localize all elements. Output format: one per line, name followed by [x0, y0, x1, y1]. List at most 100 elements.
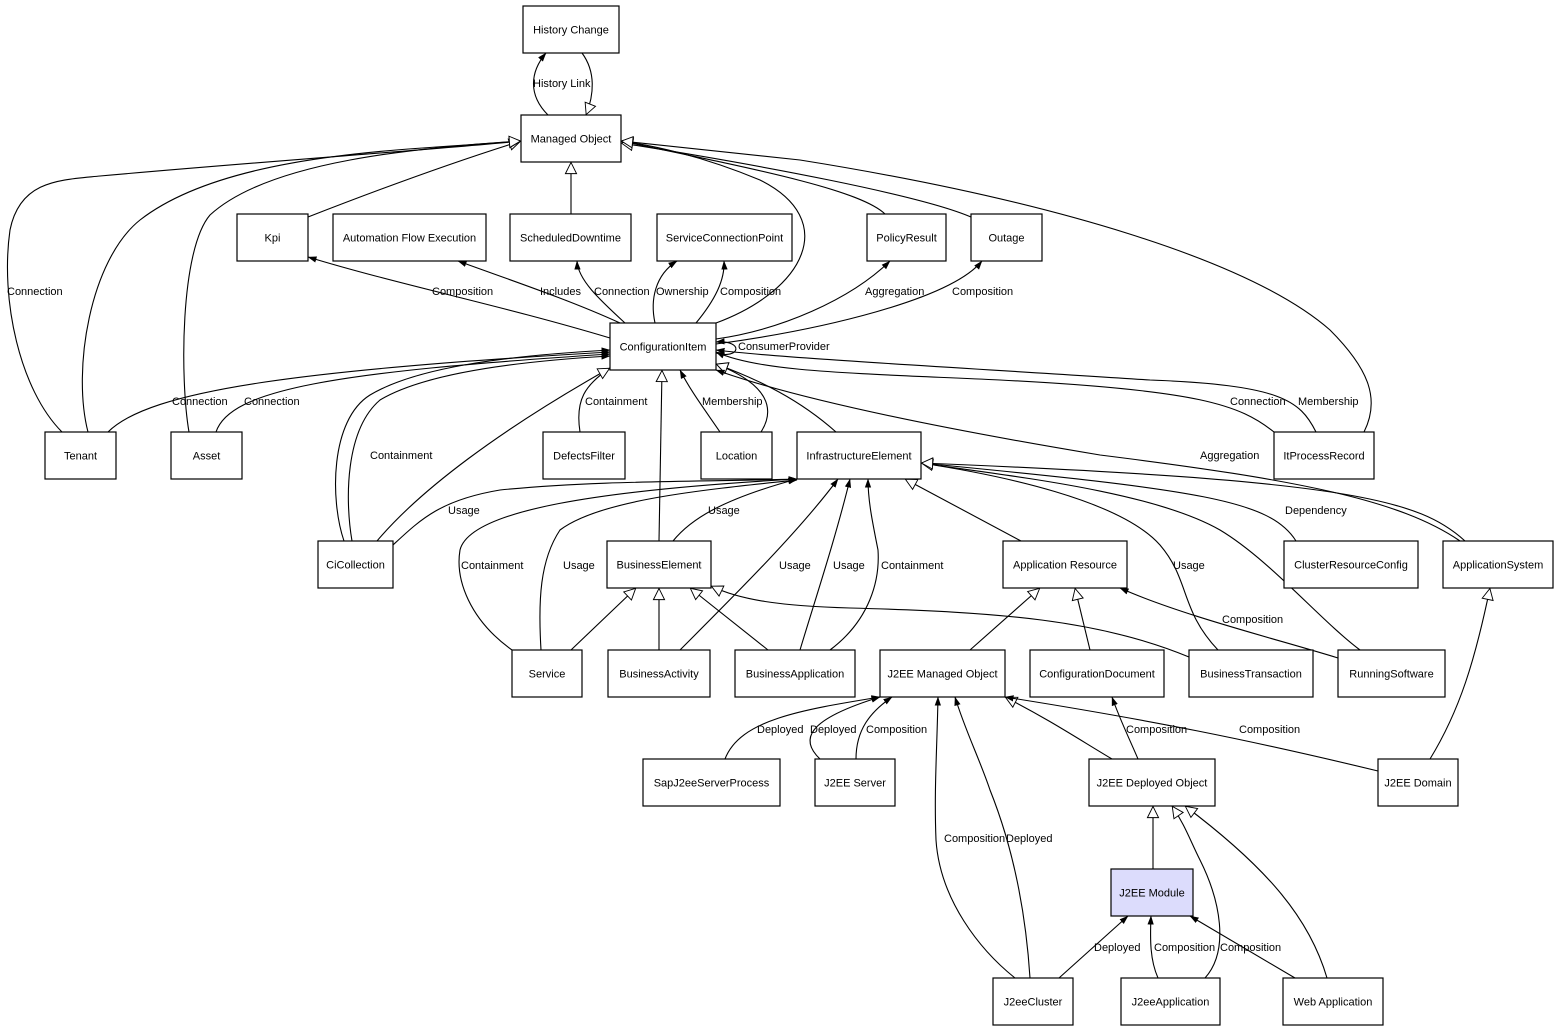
edge-label: Deployed [810, 724, 856, 736]
edge-business-transaction-to-infrastructure-element [920, 461, 1219, 651]
inheritance-connector [183, 141, 521, 433]
edge-location-to-configuration-item [679, 369, 721, 433]
node-ci-collection[interactable]: CiCollection [317, 540, 394, 589]
edge-label: Composition [1222, 614, 1283, 626]
node-box [879, 649, 1006, 698]
edge-label: Connection [1230, 396, 1286, 408]
edge-service-to-infrastructure-element [539, 477, 798, 651]
edge-j2ee-domain-to-application-system [1429, 588, 1490, 760]
node-box [609, 322, 717, 371]
node-box [1002, 540, 1128, 589]
association-connector [724, 695, 881, 760]
node-j2ee-managed-object[interactable]: J2EE Managed Object [879, 649, 1006, 698]
node-box [1442, 540, 1554, 589]
inheritance-connector [621, 141, 806, 324]
node-j2ee-domain[interactable]: J2EE Domain [1377, 758, 1459, 807]
node-service-connection-point[interactable]: ServiceConnectionPoint [656, 213, 793, 262]
node-business-application[interactable]: BusinessApplication [734, 649, 856, 698]
node-sap-j2ee-server-process[interactable]: SapJ2eeServerProcess [642, 758, 781, 807]
association-connector [652, 260, 678, 324]
association-connector [695, 260, 728, 324]
node-scheduled-downtime[interactable]: ScheduledDowntime [509, 213, 632, 262]
edge-configuration-item-to-service-connection-point [652, 260, 678, 324]
node-web-application[interactable]: Web Application [1282, 977, 1384, 1026]
node-label: Outage [988, 232, 1024, 244]
node-application-system[interactable]: ApplicationSystem [1442, 540, 1554, 589]
node-box [1188, 649, 1314, 698]
edge-configuration-document-to-application-resource [1075, 588, 1091, 651]
edge-label: Composition [1126, 724, 1187, 736]
edge-label: Deployed [757, 724, 803, 736]
node-j2ee-cluster[interactable]: J2eeCluster [992, 977, 1074, 1026]
node-infrastructure-element[interactable]: InfrastructureElement [796, 431, 922, 480]
edge-label: Containment [461, 560, 523, 572]
edge-label: Composition [1239, 724, 1300, 736]
inheritance-connector [581, 52, 592, 115]
node-managed-object[interactable]: Managed Object [520, 114, 622, 163]
node-running-software[interactable]: RunningSoftware [1337, 649, 1446, 698]
node-label: RunningSoftware [1349, 668, 1433, 680]
inheritance-connector [659, 370, 662, 542]
node-automation-flow-execution[interactable]: Automation Flow Execution [332, 213, 487, 262]
node-defects-filter[interactable]: DefectsFilter [542, 431, 626, 480]
edge-label: Dependency [1285, 505, 1347, 517]
node-policy-result[interactable]: PolicyResult [866, 213, 947, 262]
edge-web-application-to-j2ee-deployed-object [1185, 805, 1328, 979]
node-box [1029, 649, 1165, 698]
node-business-activity[interactable]: BusinessActivity [607, 649, 711, 698]
node-application-resource[interactable]: Application Resource [1002, 540, 1128, 589]
edge-business-application-to-infrastructure-element [829, 478, 879, 651]
association-connector [1111, 696, 1139, 760]
node-label: BusinessActivity [619, 668, 699, 680]
edge-label: Ownership [656, 286, 709, 298]
node-it-process-record[interactable]: ItProcessRecord [1273, 431, 1375, 480]
edge-ci-collection-to-infrastructure-element [392, 476, 798, 546]
edge-j2ee-domain-to-j2ee-managed-object [1004, 695, 1379, 772]
node-label: J2eeCluster [1004, 996, 1063, 1008]
node-box [607, 649, 711, 698]
node-label: ConfigurationDocument [1039, 668, 1155, 680]
edge-label: Includes [540, 286, 581, 298]
edge-j2ee-managed-object-to-application-resource [969, 587, 1040, 651]
node-label: Location [716, 450, 758, 462]
inheritance-connector [621, 143, 972, 218]
node-box [656, 213, 793, 262]
node-label: Web Application [1294, 996, 1373, 1008]
node-cluster-resource-config[interactable]: ClusterResourceConfig [1283, 540, 1419, 589]
node-service[interactable]: Service [511, 649, 583, 698]
node-history-change[interactable]: History Change [522, 5, 620, 54]
node-j2ee-server[interactable]: J2EE Server [814, 758, 896, 807]
node-j2ee-module[interactable]: J2EE Module [1110, 868, 1194, 917]
edge-label: Connection [594, 286, 650, 298]
edge-j2ee-cluster-to-j2ee-managed-object [954, 696, 1031, 979]
node-business-element[interactable]: BusinessElement [606, 540, 712, 589]
edge-ci-collection-to-configuration-item [376, 367, 610, 542]
edge-label: Containment [881, 560, 943, 572]
edge-label: Usage [708, 505, 740, 517]
node-label: BusinessElement [617, 559, 702, 571]
edge-label: Composition [944, 833, 1005, 845]
node-label: BusinessApplication [746, 668, 844, 680]
node-box [317, 540, 394, 589]
edge-label: Membership [702, 396, 763, 408]
node-label: CiCollection [326, 559, 385, 571]
node-configuration-document[interactable]: ConfigurationDocument [1029, 649, 1165, 698]
inheritance-connector [1075, 588, 1091, 651]
node-outage[interactable]: Outage [970, 213, 1043, 262]
node-j2ee-deployed-object[interactable]: J2EE Deployed Object [1088, 758, 1216, 807]
node-asset[interactable]: Asset [170, 431, 243, 480]
edge-label: Composition [866, 724, 927, 736]
node-location[interactable]: Location [700, 431, 773, 480]
node-business-transaction[interactable]: BusinessTransaction [1188, 649, 1314, 698]
node-box [332, 213, 487, 262]
node-configuration-item[interactable]: ConfigurationItem [609, 322, 717, 371]
inheritance-connector [1005, 696, 1113, 760]
node-label: ItProcessRecord [1283, 450, 1364, 462]
node-tenant[interactable]: Tenant [44, 431, 117, 480]
edge-business-transaction-to-business-element [711, 585, 1190, 658]
node-box [1337, 649, 1446, 698]
node-kpi[interactable]: Kpi [236, 213, 309, 262]
node-j2ee-application[interactable]: J2eeApplication [1120, 977, 1221, 1026]
inheritance-connector [921, 463, 1466, 542]
edge-label: Composition [1154, 942, 1215, 954]
